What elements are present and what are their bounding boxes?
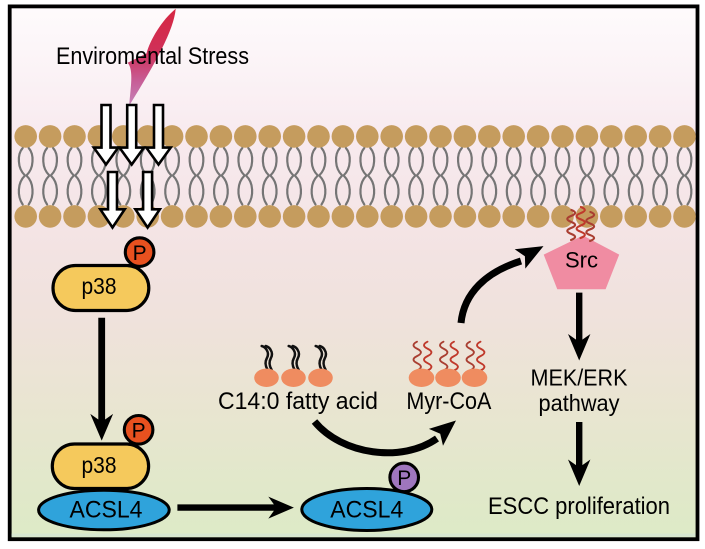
svg-text:P: P (397, 467, 411, 490)
svg-text:ESCC proliferation: ESCC proliferation (488, 493, 670, 520)
svg-text:ACSL4: ACSL4 (330, 497, 403, 524)
svg-text:Myr-CoA: Myr-CoA (406, 388, 491, 415)
svg-text:MEK/ERK: MEK/ERK (531, 365, 629, 391)
svg-text:P: P (133, 242, 147, 265)
svg-text:Src: Src (565, 248, 598, 273)
svg-text:pathway: pathway (539, 390, 620, 416)
svg-text:ACSL4: ACSL4 (70, 497, 143, 524)
svg-text:Enviromental Stress: Enviromental Stress (56, 43, 249, 70)
svg-text:p38: p38 (82, 273, 117, 299)
svg-text:P: P (132, 420, 146, 443)
svg-text:C14:0 fatty acid: C14:0 fatty acid (218, 388, 378, 415)
svg-text:p38: p38 (82, 452, 117, 478)
